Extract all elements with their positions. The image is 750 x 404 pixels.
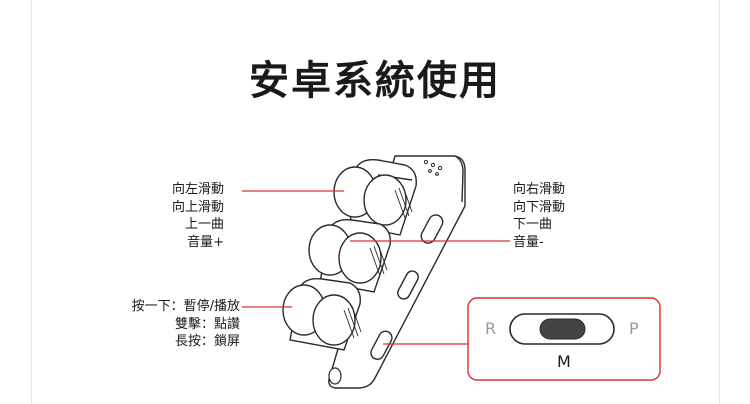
- label-swipe-down: 向下滑動: [513, 199, 566, 215]
- knob-row-middle: [308, 218, 391, 293]
- knob-row-top: [333, 159, 417, 236]
- device-body: [328, 155, 466, 389]
- mode-switch-panel: [467, 297, 661, 381]
- page-title: 安卓系統使用: [249, 58, 501, 104]
- label-swipe-right: 向右滑動: [513, 182, 566, 197]
- left-frame-line: [31, 0, 32, 404]
- label-previous-track: 上一曲: [184, 217, 224, 232]
- label-next-track: 下一曲: [513, 217, 553, 232]
- label-volume-up: 音量+: [187, 234, 224, 250]
- mode-label-p: P: [629, 319, 639, 338]
- mode-switch-slider: [539, 318, 586, 340]
- indicator-dots: [423, 159, 443, 176]
- label-swipe-left: 向左滑動: [171, 182, 224, 197]
- callout-lines: [242, 190, 510, 345]
- knob-row-bottom: [282, 277, 362, 351]
- label-long-press: 長按：鎖屏: [174, 334, 240, 349]
- label-single-press: 按一下：暫停/播放: [131, 299, 240, 314]
- side-buttons: [370, 214, 444, 360]
- label-double-press: 雙擊：點讚: [174, 316, 240, 332]
- mode-label-m: M: [557, 352, 571, 371]
- mode-label-r: R: [485, 319, 497, 338]
- label-volume-down: 音量-: [513, 234, 544, 250]
- right-knob-labels: 向右滑動 向下滑動 下一曲 音量-: [513, 181, 603, 251]
- right-frame-line: [719, 0, 720, 404]
- device-stand: [328, 367, 342, 385]
- left-knob-labels: 向左滑動 向上滑動 上一曲 音量+: [140, 181, 224, 251]
- left-press-labels: 按一下：暫停/播放 雙擊：點讚 長按：鎖屏: [60, 298, 240, 351]
- label-swipe-up: 向上滑動: [171, 199, 224, 215]
